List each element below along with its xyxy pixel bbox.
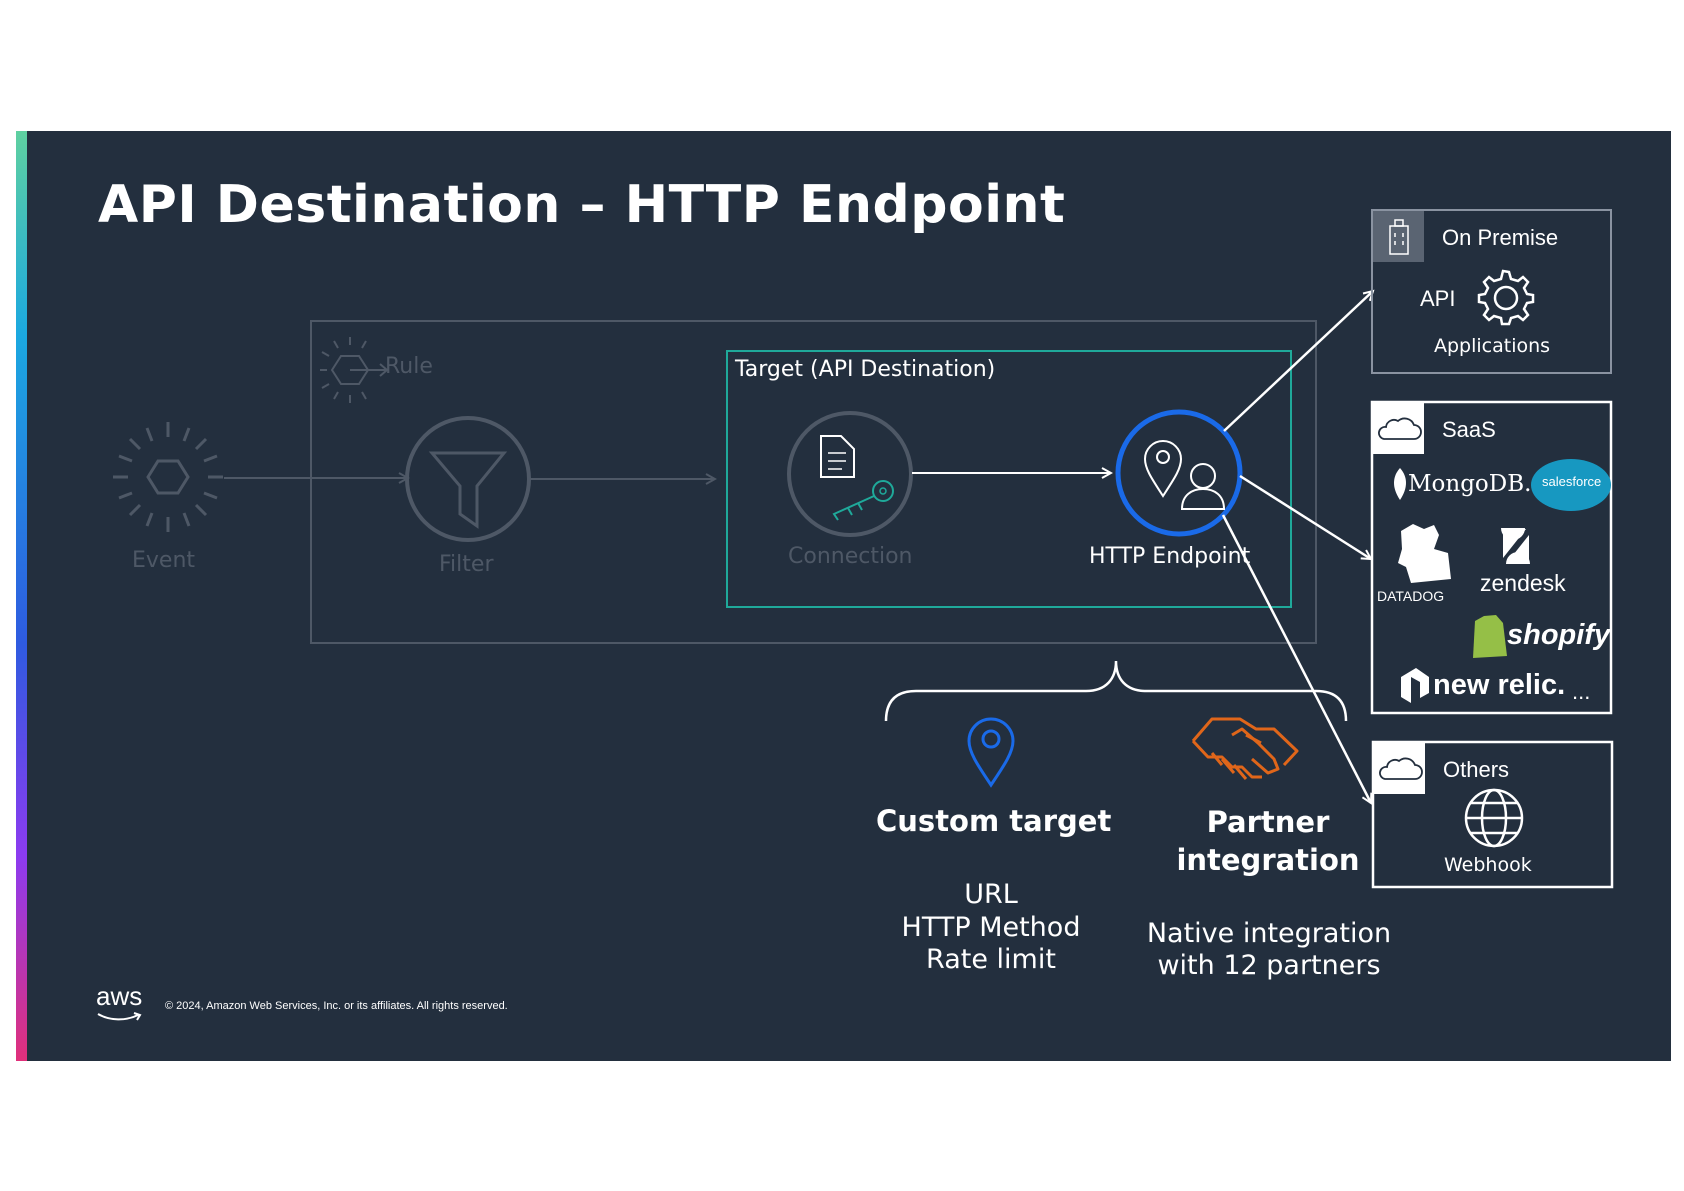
filter-label: Filter	[439, 552, 494, 577]
endpoint-to-saas-arrow	[1239, 474, 1371, 559]
webhook-label: Webhook	[1444, 854, 1532, 876]
saas-header: SaaS	[1442, 417, 1496, 442]
on-premise-box	[1371, 209, 1612, 374]
partner-title-line1: Partner	[1206, 805, 1330, 839]
partner-line-native: Native integration	[1146, 918, 1392, 949]
partner-title-line2: integration	[1176, 843, 1360, 877]
aws-logo: aws	[96, 981, 143, 1011]
custom-target-title: Custom target	[876, 804, 1112, 838]
partner-line-count: with 12 partners	[1157, 950, 1381, 981]
rule-box	[310, 320, 1317, 644]
curly-brace	[884, 660, 1348, 722]
building-icon	[1389, 219, 1409, 255]
datadog-logo: DATADOG	[1377, 588, 1445, 604]
slide: API Destination – HTTP Endpoint Rule Eve…	[16, 131, 1671, 1061]
globe-icon	[1464, 788, 1524, 848]
others-header: Others	[1443, 757, 1510, 782]
salesforce-logo: salesforce	[1542, 474, 1602, 489]
endpoint-to-onpremise-arrow	[1223, 291, 1373, 432]
page-title: API Destination – HTTP Endpoint	[98, 175, 1066, 235]
salesforce-cloud-icon	[1531, 459, 1611, 511]
event-label: Event	[132, 548, 196, 573]
zendesk-icon	[1501, 528, 1530, 564]
location-pin-icon	[967, 717, 1015, 788]
architecture-diagram	[113, 209, 1614, 889]
endpoint-to-others-arrow	[1221, 514, 1371, 803]
others-box	[1371, 740, 1614, 889]
shopify-logo: shopify	[1507, 619, 1611, 651]
newrelic-icon	[1401, 668, 1429, 703]
http-endpoint-label: HTTP Endpoint	[1089, 544, 1251, 569]
custom-target-line-rate: Rate limit	[926, 944, 1056, 975]
handshake-icon	[1191, 717, 1299, 780]
rule-icon	[320, 337, 389, 403]
datadog-icon	[1398, 524, 1451, 583]
event-icon	[113, 422, 223, 532]
filter-icon	[405, 416, 531, 542]
http-endpoint-icon	[1115, 409, 1243, 537]
zendesk-logo: zendesk	[1480, 570, 1566, 596]
newrelic-logo: new relic.	[1433, 669, 1566, 701]
on-premise-header: On Premise	[1442, 225, 1559, 250]
gear-icon	[1477, 269, 1535, 326]
rule-label: Rule	[385, 354, 433, 379]
saas-box	[1370, 400, 1613, 715]
custom-target-line-url: URL	[964, 879, 1018, 910]
target-box	[726, 350, 1292, 608]
aws-smile-icon	[97, 1012, 142, 1021]
target-label: Target (API Destination)	[735, 357, 996, 382]
connection-label: Connection	[788, 544, 913, 569]
cloud-icon	[1378, 417, 1422, 440]
custom-target-line-method: HTTP Method	[901, 912, 1081, 943]
mongodb-logo: MongoDB.	[1408, 471, 1532, 497]
connection-icon	[787, 411, 913, 537]
more-ellipsis: ...	[1572, 679, 1591, 704]
accent-bar	[16, 131, 27, 1061]
api-label: API	[1420, 286, 1456, 311]
copyright-text: © 2024, Amazon Web Services, Inc. or its…	[165, 1000, 508, 1012]
cloud-icon	[1379, 757, 1423, 780]
applications-label: Applications	[1434, 335, 1551, 357]
shopify-bag-icon	[1473, 615, 1507, 658]
mongodb-leaf-icon	[1394, 468, 1406, 500]
